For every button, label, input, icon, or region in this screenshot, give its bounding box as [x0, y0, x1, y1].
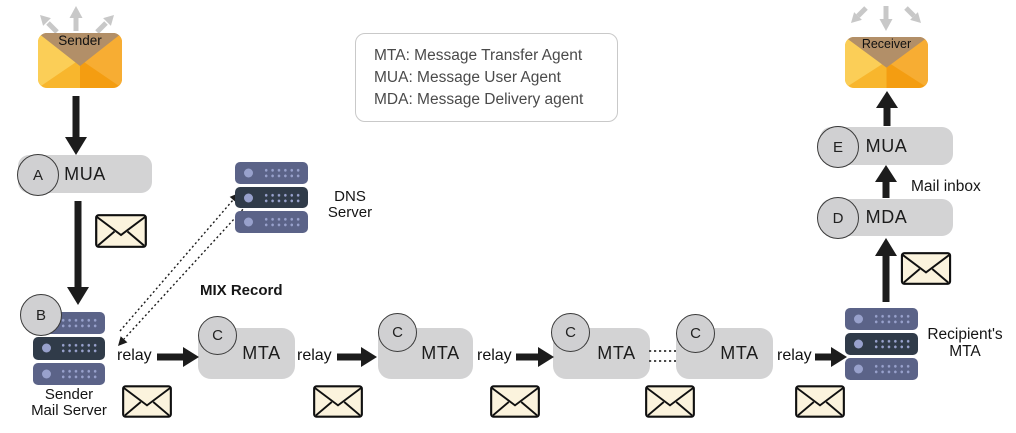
- mail-envelope-icon: [795, 385, 845, 418]
- server-rack: [33, 337, 105, 360]
- step-badge-a: A: [17, 154, 59, 196]
- sender-mail-server-caption: Sender Mail Server: [31, 386, 107, 420]
- mail-envelope-icon: [645, 385, 695, 418]
- server-rack: [845, 308, 918, 330]
- step-badge-c4: C: [676, 314, 715, 353]
- sender-envelope-icon: Sender: [38, 33, 122, 88]
- server-rack: [235, 162, 308, 184]
- legend-line-mda: MDA: Message Delivery agent: [374, 91, 584, 108]
- receiver-envelope-icon: Receiver: [845, 37, 928, 88]
- mta-4-label: MTA: [720, 343, 759, 363]
- mix-record-label: MIX Record: [200, 282, 283, 299]
- step-badge-c3: C: [551, 313, 590, 352]
- receiver-splash-arrows: [856, 6, 916, 20]
- relay-label-1: relay: [117, 347, 152, 364]
- server-rack: [845, 333, 918, 355]
- step-badge-b: B: [20, 294, 62, 336]
- mail-envelope-icon: [95, 214, 147, 248]
- recipient-mta-server-icon: [845, 308, 918, 380]
- server-rack: [33, 362, 105, 385]
- relay-label-3: relay: [477, 347, 512, 364]
- mta-2-label: MTA: [421, 343, 460, 363]
- sender-label: Sender: [58, 33, 102, 48]
- mta-1-label: MTA: [242, 343, 281, 363]
- mta-3-box: MTA: [553, 328, 650, 379]
- recipient-mta-caption: Recipient's MTA: [927, 326, 1003, 360]
- relay-label-2: relay: [297, 347, 332, 364]
- mta-3-label: MTA: [597, 343, 636, 363]
- relay-label-4: relay: [777, 347, 812, 364]
- dns-server-caption: DNS Server: [327, 188, 373, 222]
- legend-box: MTA: Message Transfer Agent MUA: Message…: [355, 33, 618, 122]
- mua-a-label: MUA: [64, 163, 106, 184]
- receiver-splash-arrowheads: [851, 12, 921, 31]
- flow-arrow-shafts: [72, 96, 891, 361]
- step-badge-c1: C: [198, 316, 237, 355]
- legend-line-mta: MTA: Message Transfer Agent: [374, 47, 583, 64]
- mda-label: MDA: [865, 207, 908, 227]
- server-rack: [235, 211, 308, 234]
- sender-splash-arrows: [46, 17, 108, 34]
- mta-chain-dotted-connector: [649, 350, 676, 362]
- dns-server-icon: [235, 162, 308, 234]
- flow-arrow-heads: [65, 91, 898, 367]
- server-rack: [845, 358, 918, 380]
- mail-envelope-icon: [122, 385, 172, 418]
- mail-inbox-label: Mail inbox: [911, 178, 981, 195]
- legend-line-mua: MUA: Message User Agent: [374, 69, 561, 86]
- step-badge-e: E: [817, 126, 859, 168]
- mail-envelope-icon: [900, 252, 952, 285]
- step-badge-c2: C: [378, 313, 417, 352]
- mua-e-label: MUA: [865, 135, 908, 156]
- step-badge-d: D: [817, 197, 859, 239]
- sender-splash-arrowheads: [40, 6, 114, 26]
- mail-envelope-icon: [313, 385, 363, 418]
- server-rack: [235, 186, 308, 209]
- mail-envelope-icon: [490, 385, 540, 418]
- receiver-label: Receiver: [861, 37, 912, 51]
